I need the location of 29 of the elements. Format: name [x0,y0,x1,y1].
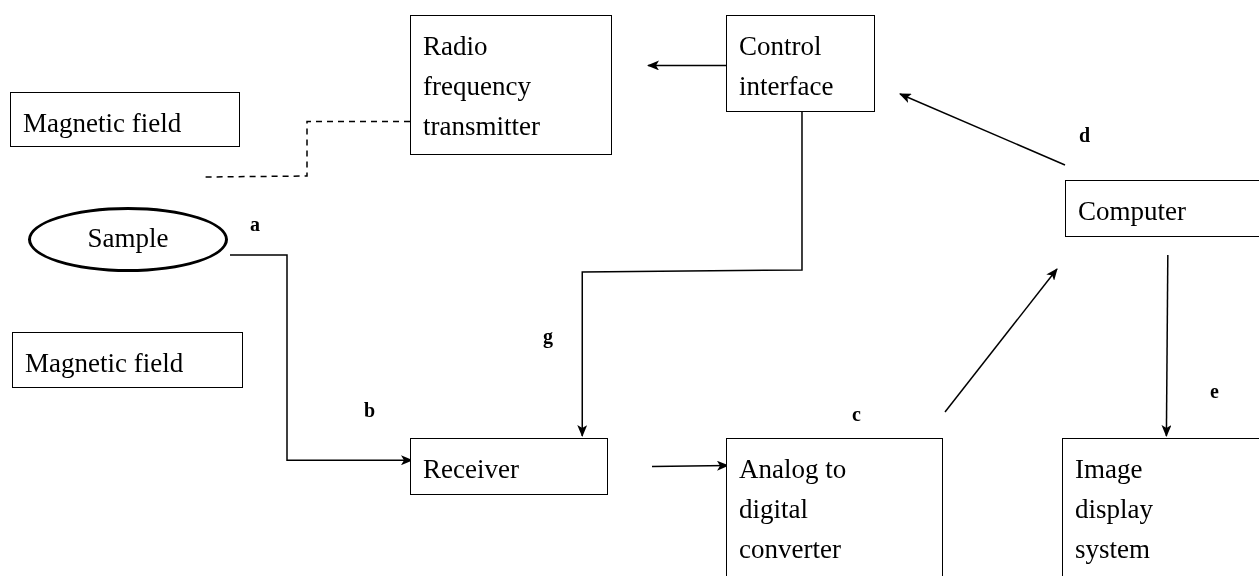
arrow [944,268,1058,413]
process-box [12,332,243,388]
arrow [899,93,1066,166]
node-label: Receiver [423,453,519,486]
node-label: Magnetic field [23,107,182,140]
callout-letter: c [852,402,861,426]
arrow [647,60,727,71]
node-label: Magnetic field [25,347,184,380]
process-box [726,15,875,112]
callout-letter: b [364,398,376,422]
arrow [577,111,803,437]
process-box [726,438,943,576]
node-label: Analog to digital converter [739,453,848,566]
arrow [1161,254,1172,437]
callout-letter: g [543,324,553,348]
node-label: Computer [1078,195,1186,228]
callout-letter: e [1210,379,1219,403]
process-box [1062,438,1259,576]
callout-letter: a [250,212,260,236]
callout-letter: d [1079,123,1091,147]
node-label: Sample [87,221,169,255]
process-box [410,15,612,155]
node-label: Image display system [1075,453,1154,566]
node-label: Control interface [739,30,835,103]
process-box [10,92,240,147]
node-label: Radio frequency transmitter [423,30,541,143]
process-box [1065,180,1259,237]
dashed-connector [204,120,411,178]
process-box [410,438,608,495]
